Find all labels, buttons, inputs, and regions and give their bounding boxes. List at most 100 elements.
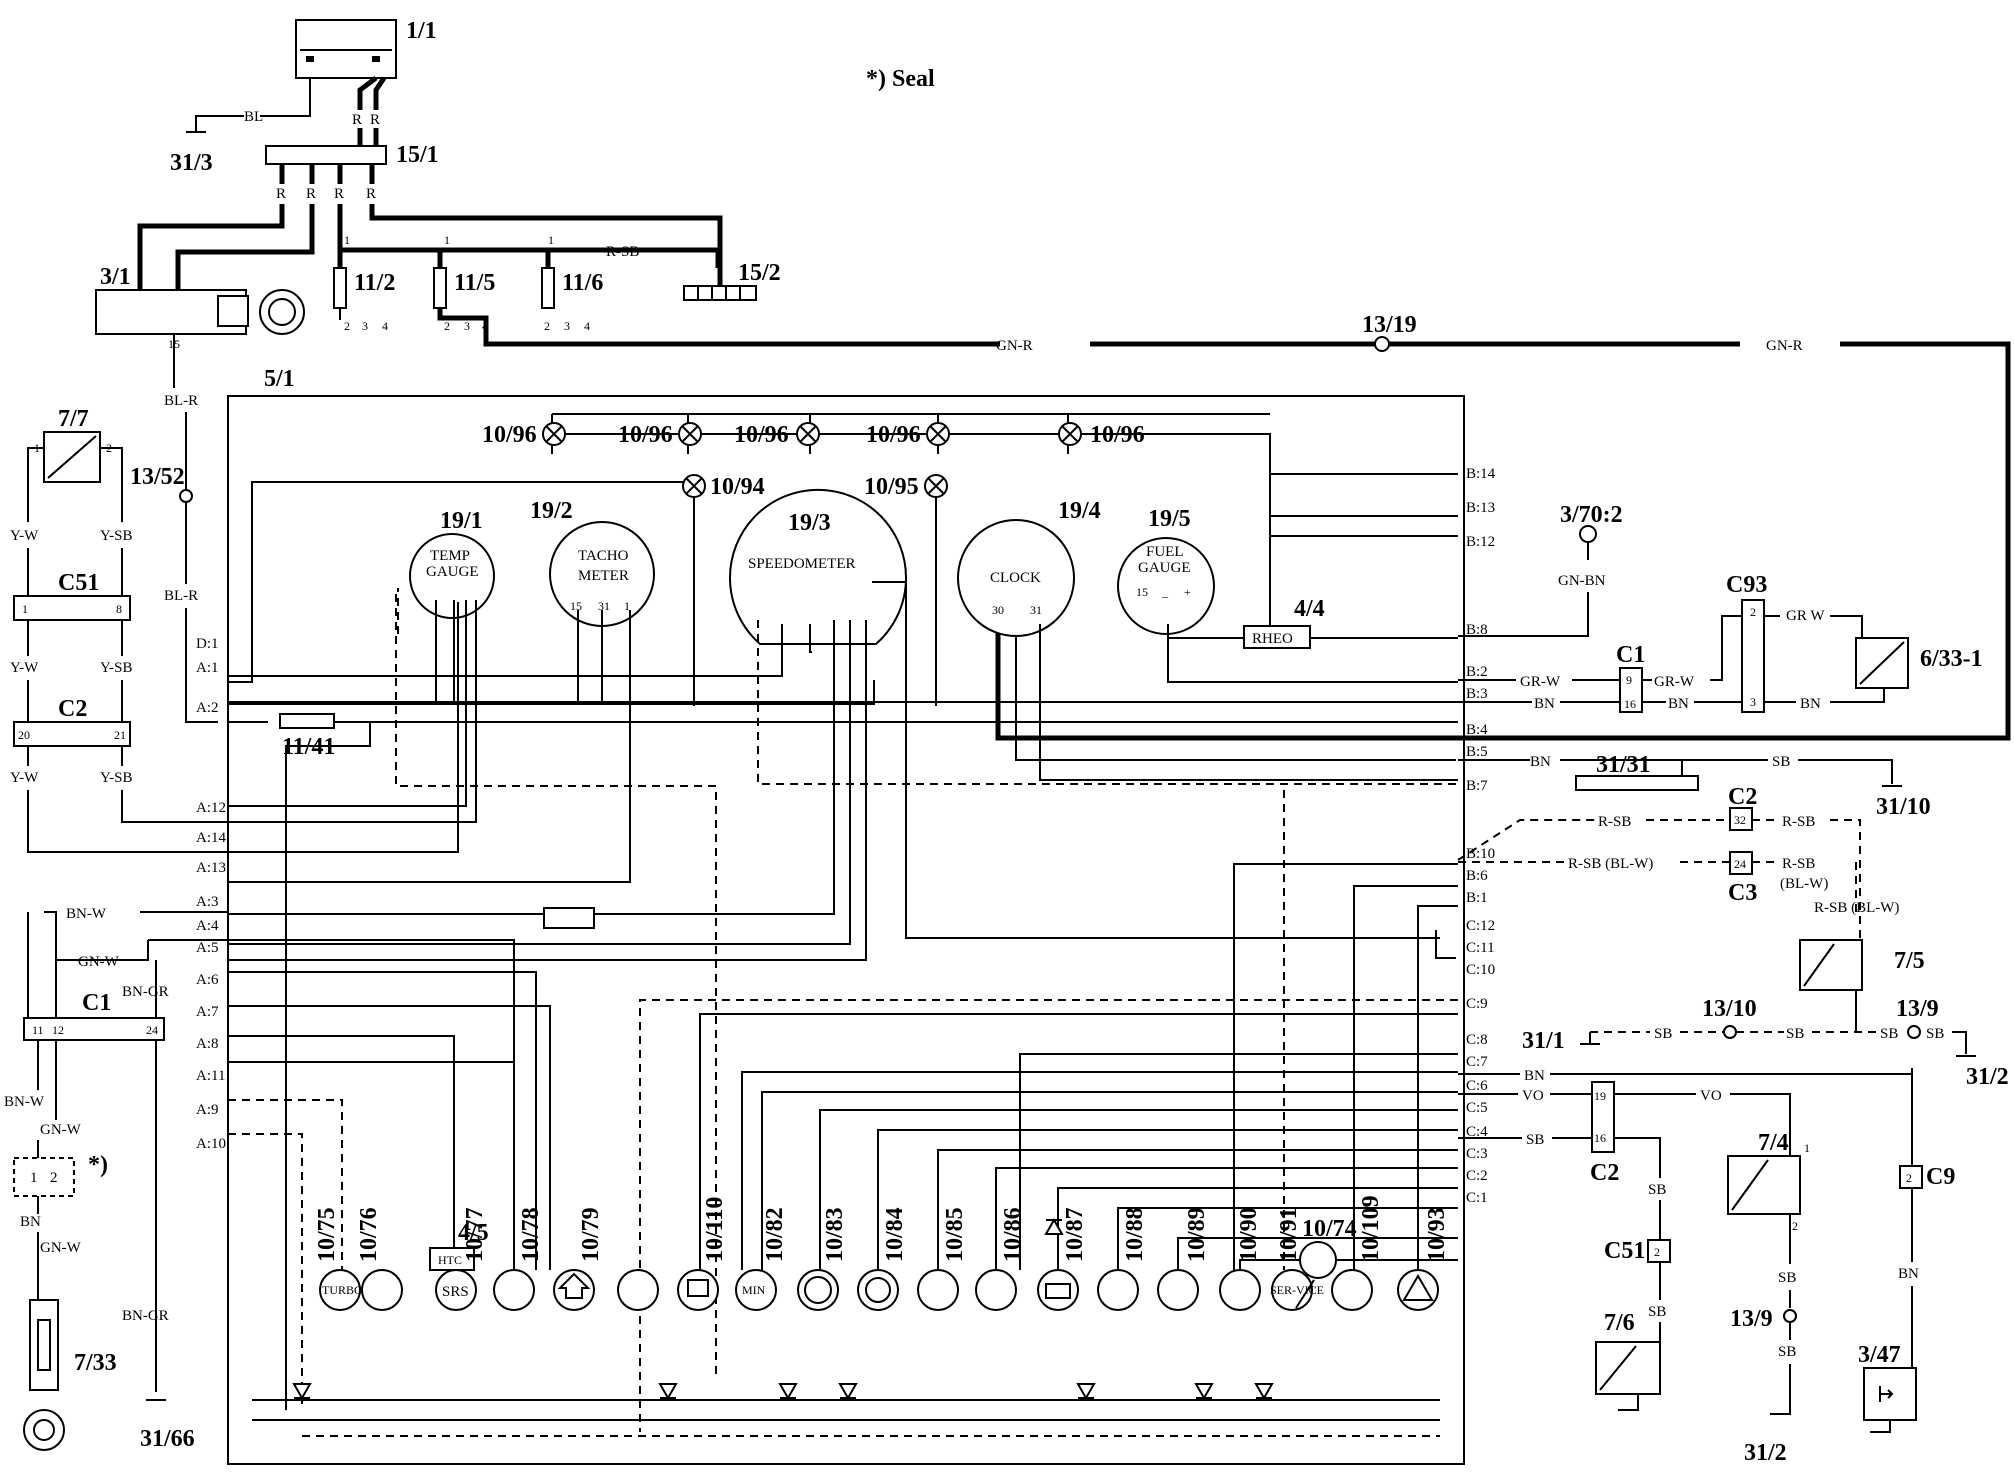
pin: 11 xyxy=(32,1023,44,1037)
pin-label: B:4 xyxy=(1466,722,1488,738)
fuse-11-6: 11/6 2 3 4 xyxy=(541,267,603,333)
c1-label: C1 xyxy=(82,990,111,1016)
gauge-19-1: 19/1 TEMP GAUGE xyxy=(409,508,495,619)
warning-lamps: TURBO SRS MIN P SER-VICE 10/74 xyxy=(319,1216,1439,1311)
pin: 4 xyxy=(584,319,590,333)
fusebox-label: 15/1 xyxy=(396,142,439,168)
lamp-labels: 10/75 10/76 10/77 10/78 10/79 10/110 10/… xyxy=(314,1195,1450,1262)
bulb-10-96: 10/96 xyxy=(866,422,921,448)
gauge-19-4: 19/4 CLOCK 30 31 xyxy=(957,498,1101,637)
splice-13-52: 13/52 xyxy=(130,464,185,490)
gauge-text: SPEEDOMETER xyxy=(748,556,856,572)
pin: 2 xyxy=(1906,1171,1912,1185)
seal-pins: 1 xyxy=(30,1170,38,1186)
pin-1: 1 xyxy=(444,233,450,247)
pin: 2 xyxy=(1792,1219,1798,1233)
htc-module: HTC 4/5 xyxy=(429,1220,489,1271)
pin: 2 xyxy=(1654,1245,1660,1259)
right-pin-labels: B:14 B:13 B:12 B:8 B:2 B:3 B:4 B:5 B:7 B… xyxy=(1466,466,1496,1206)
gauge-19-2: 19/2 TACHO METER 15 31 1 xyxy=(530,498,655,627)
gauge-text: TEMP xyxy=(430,548,470,564)
lamp-10-83: 10/83 xyxy=(822,1207,848,1262)
conn-c9: C9 2 xyxy=(1899,1164,1955,1190)
wire-r: R xyxy=(276,186,286,202)
seal: 1 2 *) xyxy=(13,1152,108,1197)
gauge-text: GAUGE xyxy=(426,564,479,580)
fusebox-15-1: 15/1 xyxy=(265,142,439,168)
pin-label: B:2 xyxy=(1466,664,1488,680)
bulb-10-95: 10/95 xyxy=(864,474,919,500)
min-text: MIN xyxy=(742,1283,766,1297)
wire-gnbn: GN-BN xyxy=(1558,573,1606,589)
wire-sb: SB xyxy=(1526,1132,1544,1148)
pin: 12 xyxy=(52,1023,64,1037)
pin-label: A:10 xyxy=(196,1136,226,1152)
lamp-10-93: 10/93 xyxy=(1424,1207,1450,1262)
pin-label: B:7 xyxy=(1466,778,1488,794)
lamp-10-89: 10/89 xyxy=(1184,1207,1210,1262)
lamp-10-82: 10/82 xyxy=(762,1207,788,1262)
ground-31-2b: 31/2 xyxy=(1744,1440,1787,1466)
gauge-text: FUEL xyxy=(1146,544,1184,560)
pin-label: A:13 xyxy=(196,860,226,876)
wire-grw: GR-W xyxy=(1520,674,1561,690)
pin-label: A:12 xyxy=(196,800,226,816)
speed-sensor: 7/33 xyxy=(23,1299,117,1451)
wire-gnw: GN-W xyxy=(40,1240,82,1256)
wire-rsb: R-SB xyxy=(1598,814,1631,830)
pin: 8 xyxy=(116,602,122,616)
pin-1: 1 xyxy=(548,233,554,247)
pin: 16 xyxy=(1624,697,1636,711)
wire-bn: BN xyxy=(1800,696,1821,712)
gauge-id: 19/1 xyxy=(440,508,483,534)
sensor-3-47: 3/47 xyxy=(1858,1342,1917,1421)
c2-lower-label: C2 xyxy=(1590,1160,1619,1186)
pin-label: B:8 xyxy=(1466,622,1488,638)
wire-rsb: R-SB xyxy=(1782,814,1815,830)
pin-label: C:9 xyxy=(1466,996,1488,1012)
pin: 30 xyxy=(992,603,1004,617)
gauge-text: CLOCK xyxy=(990,570,1041,586)
pin-label: C:7 xyxy=(1466,1054,1488,1070)
pin-label: C:5 xyxy=(1466,1100,1488,1116)
pin: 3 xyxy=(362,319,368,333)
pin-label: B:3 xyxy=(1466,686,1488,702)
service-text: SER-VICE xyxy=(1270,1283,1324,1297)
switch-7-6-label: 7/6 xyxy=(1604,1310,1635,1336)
wire-bl: BL xyxy=(244,109,263,125)
wire-ysb: Y-SB xyxy=(100,660,133,676)
htc-text: HTC xyxy=(438,1253,462,1267)
pin-label: B:14 xyxy=(1466,466,1496,482)
pin-label: A:11 xyxy=(196,1068,225,1084)
cluster-label: 5/1 xyxy=(264,366,295,392)
wire-bngr: BN-GR xyxy=(122,984,169,1000)
gauge-id: 19/2 xyxy=(530,498,573,524)
pin: 19 xyxy=(1594,1089,1606,1103)
fuse-15-2-label: 15/2 xyxy=(738,260,781,286)
wire-blw: (BL-W) xyxy=(1780,876,1828,892)
instrument-cluster: 5/1 xyxy=(227,366,1465,1465)
rheostat: RHEO 4/4 xyxy=(1243,596,1325,649)
wire-rsb: R-SB xyxy=(606,244,639,260)
pin-1: 1 xyxy=(344,233,350,247)
pin-label: A:7 xyxy=(196,1004,219,1020)
pin: 31 xyxy=(1030,603,1042,617)
pin: 1 xyxy=(1804,1141,1810,1155)
pin-label: A:1 xyxy=(196,660,219,676)
wire-rsbblw: R-SB (BL-W) xyxy=(1568,856,1653,872)
wire-sb: SB xyxy=(1654,1026,1672,1042)
temp-sender: 7/7 1 2 xyxy=(34,406,112,483)
wire-blr: BL-R xyxy=(164,588,198,604)
gauge-19-5: 19/5 FUEL GAUGE 15 _ + xyxy=(1117,506,1215,635)
wire-bn: BN xyxy=(1524,1068,1545,1084)
pin-label: B:13 xyxy=(1466,500,1495,516)
lamp-10-79: 10/79 xyxy=(578,1207,604,1262)
switch-7-5-label: 7/5 xyxy=(1894,948,1925,974)
illumination-bulbs: 10/96 10/96 10/96 10/96 10/96 xyxy=(482,413,1458,517)
conn-c93: C93 2 3 xyxy=(1726,572,1767,713)
wire-r: R xyxy=(352,112,362,128)
lamp-10-87: 10/87 xyxy=(1062,1207,1088,1262)
splice-13-9b: 13/9 xyxy=(1730,1306,1773,1332)
wire-r: R xyxy=(366,186,376,202)
pin-label: A:9 xyxy=(196,1102,219,1118)
